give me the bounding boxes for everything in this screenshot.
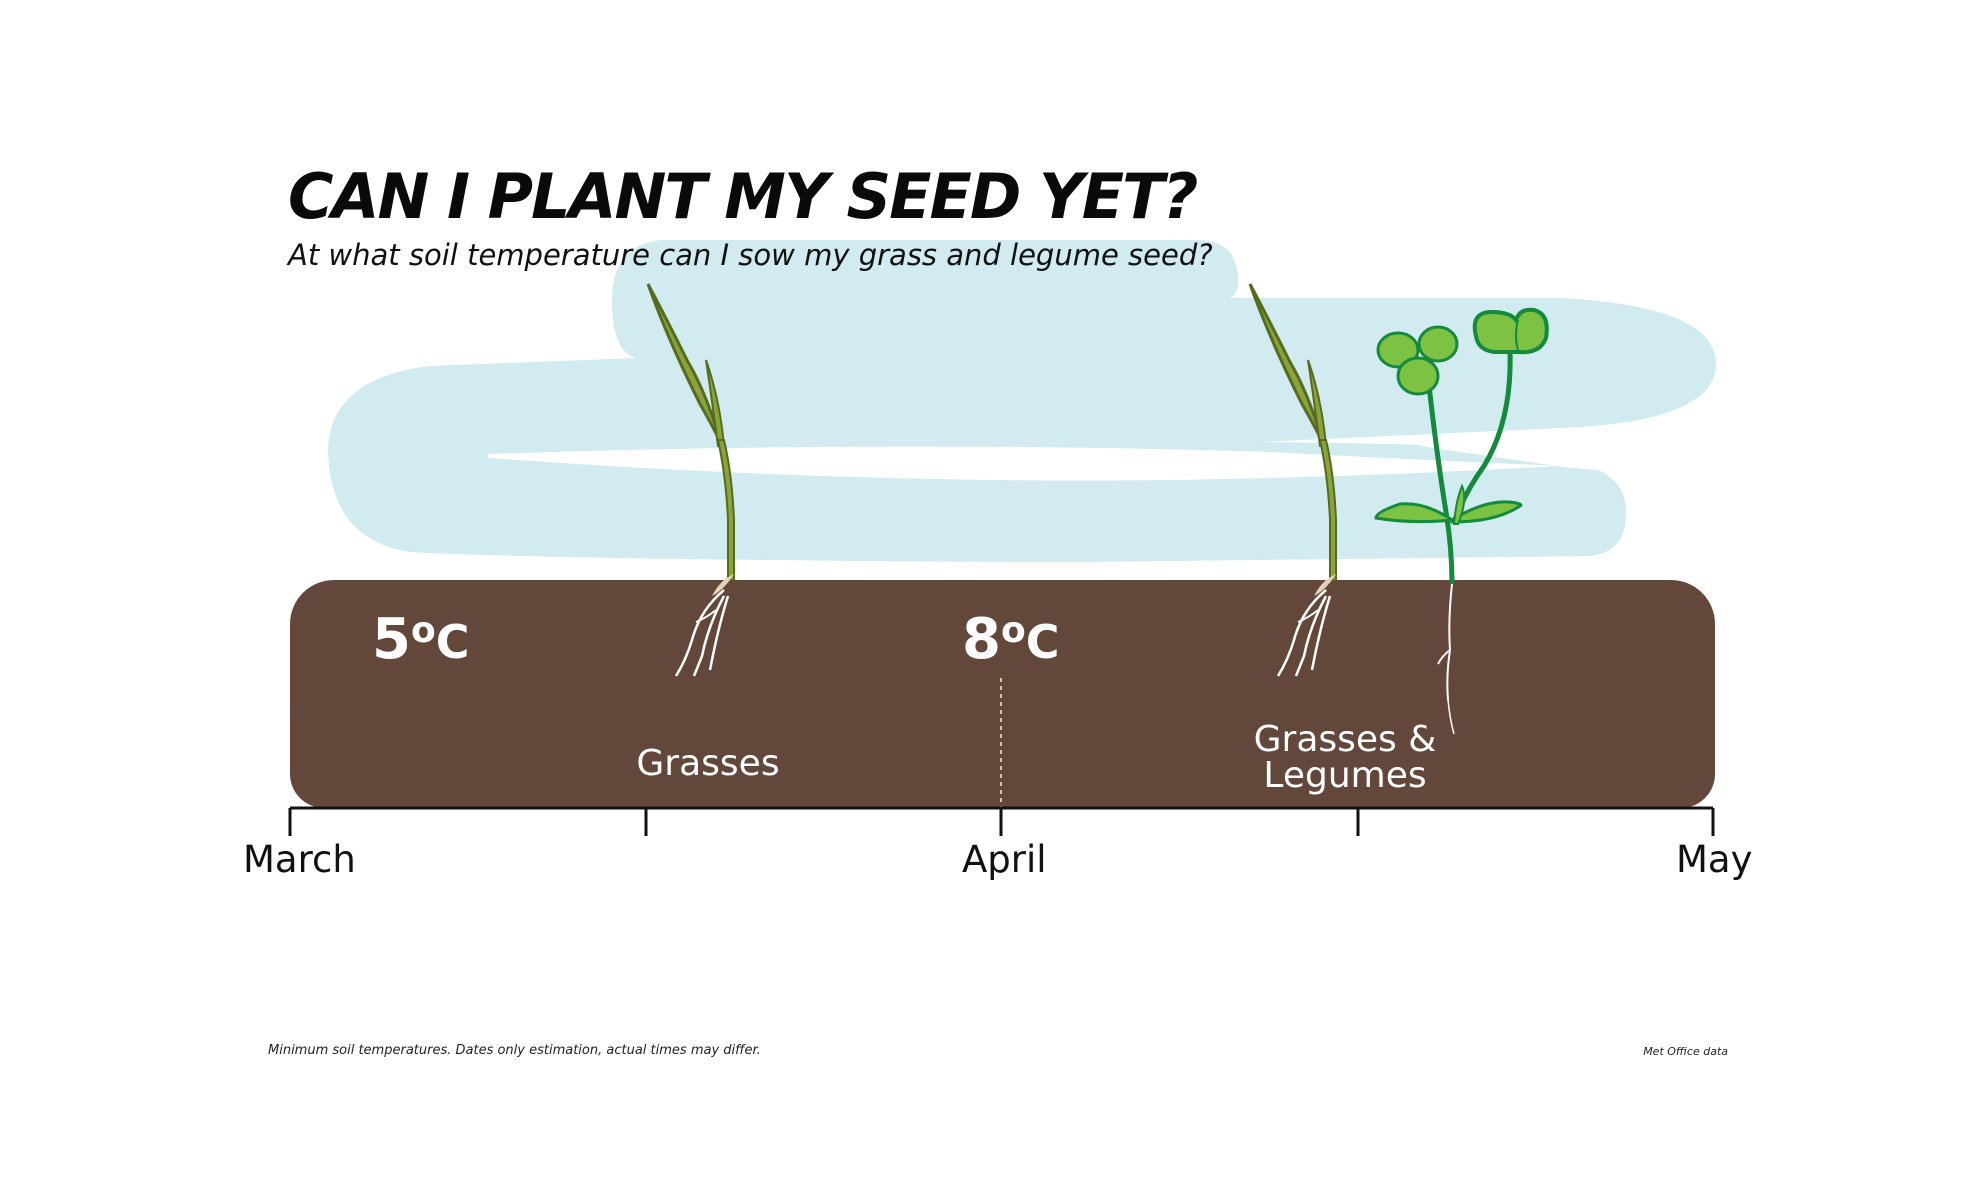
- grass-seedling-icon: [1248, 283, 1337, 677]
- month-label-march: March: [243, 838, 356, 881]
- grass-seedling-icon: [646, 283, 735, 677]
- month-label-april: April: [962, 838, 1047, 881]
- clover-seedling-icon: [1374, 307, 1549, 735]
- sky-gap: [488, 446, 1560, 481]
- temperature-label-5c: 5oC: [372, 607, 470, 672]
- footnote: Minimum soil temperatures. Dates only es…: [268, 1043, 761, 1058]
- timeline-axis: [288, 806, 1715, 836]
- label-line-2: Legumes: [1263, 755, 1427, 796]
- label-grasses: Grasses: [636, 743, 780, 784]
- page-subtitle: At what soil temperature can I sow my gr…: [288, 238, 1213, 272]
- page-title: CAN I PLANT MY SEED YET?: [288, 160, 1198, 233]
- label-line-1: Grasses &: [1253, 719, 1437, 760]
- label-grasses-legumes: Grasses & Legumes: [1230, 722, 1460, 794]
- temperature-label-8c: 8oC: [962, 607, 1060, 672]
- source-note: Met Office data: [1643, 1045, 1728, 1058]
- month-label-may: May: [1676, 838, 1753, 881]
